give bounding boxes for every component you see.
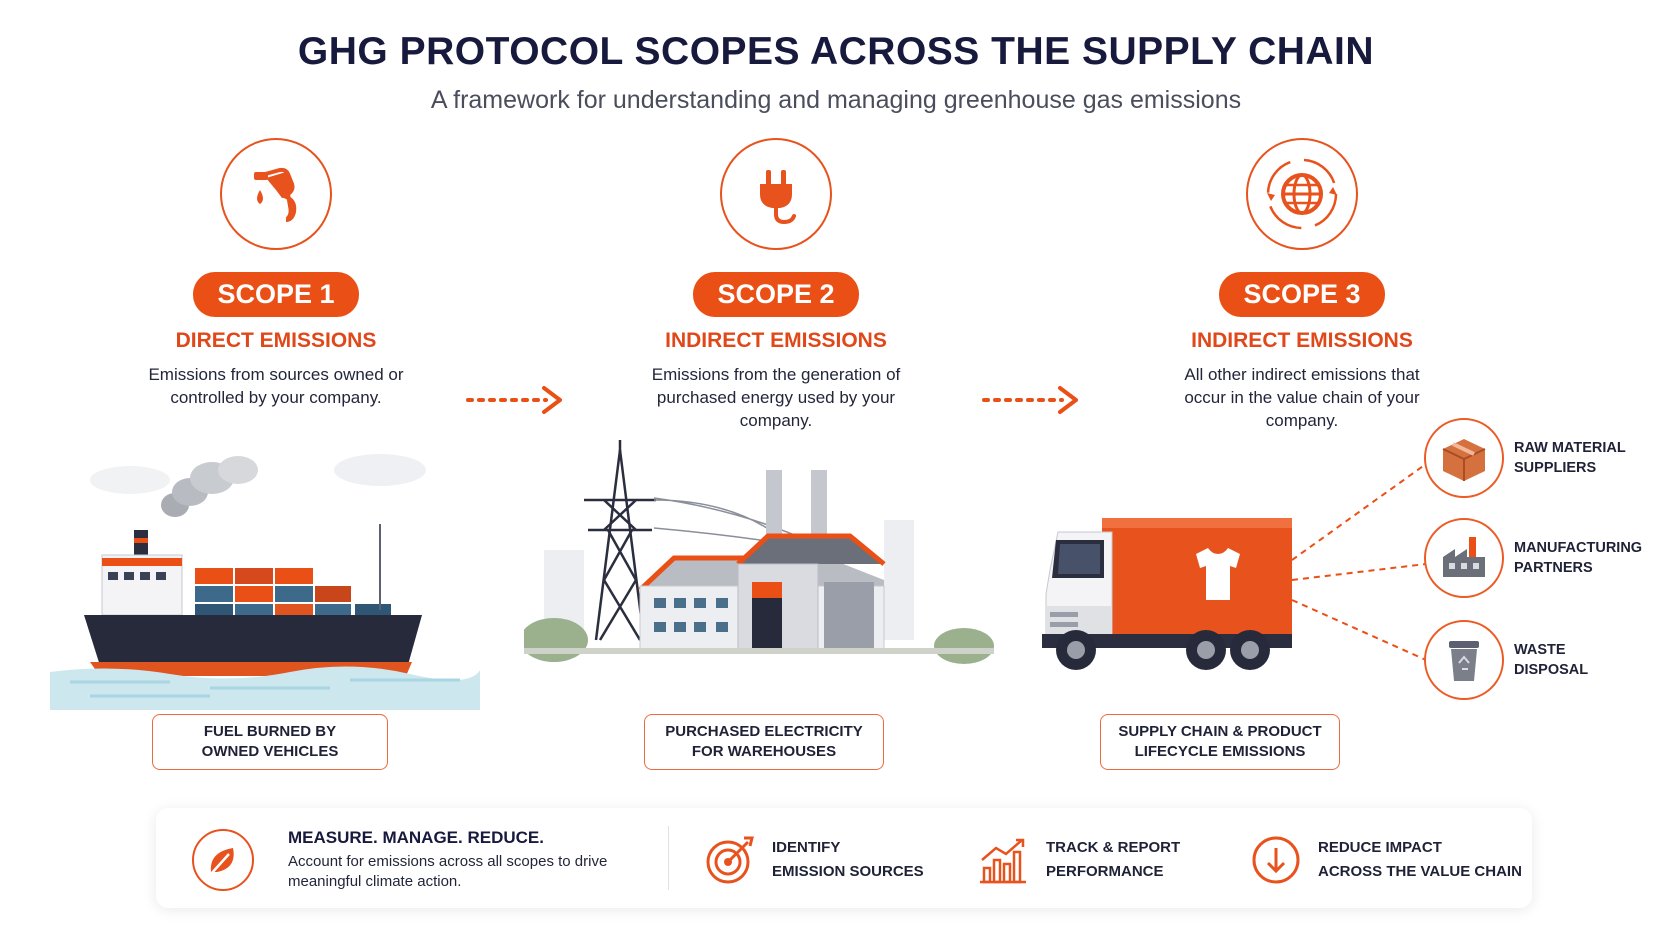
scope-1-column: SCOPE 1 DIRECT EMISSIONS Emissions from … — [96, 138, 456, 409]
banner-item-label: EMISSION SOURCES — [772, 863, 924, 880]
caption-line: FOR WAREHOUSES — [691, 743, 837, 760]
electric-plug-icon — [720, 138, 832, 250]
caption-line: SUPPLY CHAIN & PRODUCT — [1118, 723, 1322, 740]
source-raw-material-suppliers: RAW MATERIAL SUPPLIERS — [1424, 418, 1644, 498]
cargo-ship-illustration — [50, 454, 480, 710]
banner-title: MEASURE. MANAGE. REDUCE. — [288, 828, 544, 847]
source-waste-disposal: WASTE DISPOSAL — [1424, 620, 1644, 700]
source-label: PARTNERS — [1514, 560, 1593, 576]
scope-1-pill: SCOPE 1 — [193, 272, 359, 317]
source-label: SUPPLIERS — [1514, 460, 1597, 476]
banner-item-label: REDUCE IMPACT — [1318, 839, 1442, 856]
delivery-truck-illustration — [1042, 518, 1292, 670]
target-icon — [702, 834, 758, 886]
caption-line: OWNED VEHICLES — [201, 743, 339, 760]
leaf-icon — [192, 829, 254, 891]
bottom-banner: MEASURE. MANAGE. REDUCE. Account for emi… — [156, 808, 1532, 908]
banner-item-label: IDENTIFY — [772, 839, 841, 856]
down-arrow-icon — [1248, 834, 1304, 886]
scope-3-heading: INDIRECT EMISSIONS — [1191, 329, 1413, 352]
caption-line: PURCHASED ELECTRICITY — [665, 723, 863, 740]
banner-item-reduce: REDUCE IMPACT ACROSS THE VALUE CHAIN — [1248, 834, 1522, 886]
scope-2-heading: INDIRECT EMISSIONS — [665, 329, 887, 352]
scope-1-heading: DIRECT EMISSIONS — [175, 329, 377, 352]
source-label: RAW MATERIAL — [1514, 440, 1626, 456]
banner-lead: MEASURE. MANAGE. REDUCE. Account for emi… — [192, 828, 608, 892]
scope-3-description: All other indirect emissions that occur … — [1184, 365, 1420, 430]
box-icon — [1424, 418, 1504, 498]
scope-3-pill: SCOPE 3 — [1219, 272, 1385, 317]
banner-item-label: PERFORMANCE — [1046, 863, 1164, 880]
caption-line: FUEL BURNED BY — [203, 723, 337, 740]
scope-3-column: SCOPE 3 INDIRECT EMISSIONS All other ind… — [1122, 138, 1482, 432]
scope-1-caption: FUEL BURNED BY OWNED VEHICLES — [152, 714, 388, 770]
banner-item-track: TRACK & REPORT PERFORMANCE — [976, 834, 1180, 886]
scope-2-column: SCOPE 2 INDIRECT EMISSIONS Emissions fro… — [596, 138, 956, 432]
scope-3-caption: SUPPLY CHAIN & PRODUCT LIFECYCLE EMISSIO… — [1100, 714, 1340, 770]
globe-cycle-icon — [1246, 138, 1358, 250]
scope-flow-arrow — [982, 386, 1078, 414]
scope-2-caption: PURCHASED ELECTRICITY FOR WAREHOUSES — [644, 714, 884, 770]
fuel-nozzle-icon — [220, 138, 332, 250]
banner-description: Account for emissions across all scopes … — [288, 853, 608, 890]
banner-item-label: TRACK & REPORT — [1046, 839, 1181, 856]
source-label: WASTE — [1514, 642, 1566, 658]
power-warehouse-illustration — [524, 440, 994, 664]
page-title: GHG PROTOCOL SCOPES ACROSS THE SUPPLY CH… — [297, 30, 1375, 73]
trash-bin-icon — [1424, 620, 1504, 700]
banner-item-identify: IDENTIFY EMISSION SOURCES — [702, 834, 924, 886]
scope-1-description: Emissions from sources owned or controll… — [148, 365, 404, 407]
bar-chart-icon — [976, 834, 1032, 886]
banner-item-label: ACROSS THE VALUE CHAIN — [1318, 863, 1522, 880]
scope-2-description: Emissions from the generation of purchas… — [651, 365, 901, 430]
scope3-connectors — [1291, 463, 1427, 661]
caption-line: LIFECYCLE EMISSIONS — [1134, 743, 1306, 760]
source-manufacturing-partners: MANUFACTURING PARTNERS — [1424, 518, 1644, 598]
source-label: MANUFACTURING — [1514, 540, 1643, 556]
factory-icon — [1424, 518, 1504, 598]
divider — [668, 826, 669, 890]
source-label: DISPOSAL — [1514, 662, 1589, 678]
page-subtitle: A framework for understanding and managi… — [430, 86, 1242, 114]
scope-flow-arrow — [466, 386, 562, 414]
scope-2-pill: SCOPE 2 — [693, 272, 859, 317]
